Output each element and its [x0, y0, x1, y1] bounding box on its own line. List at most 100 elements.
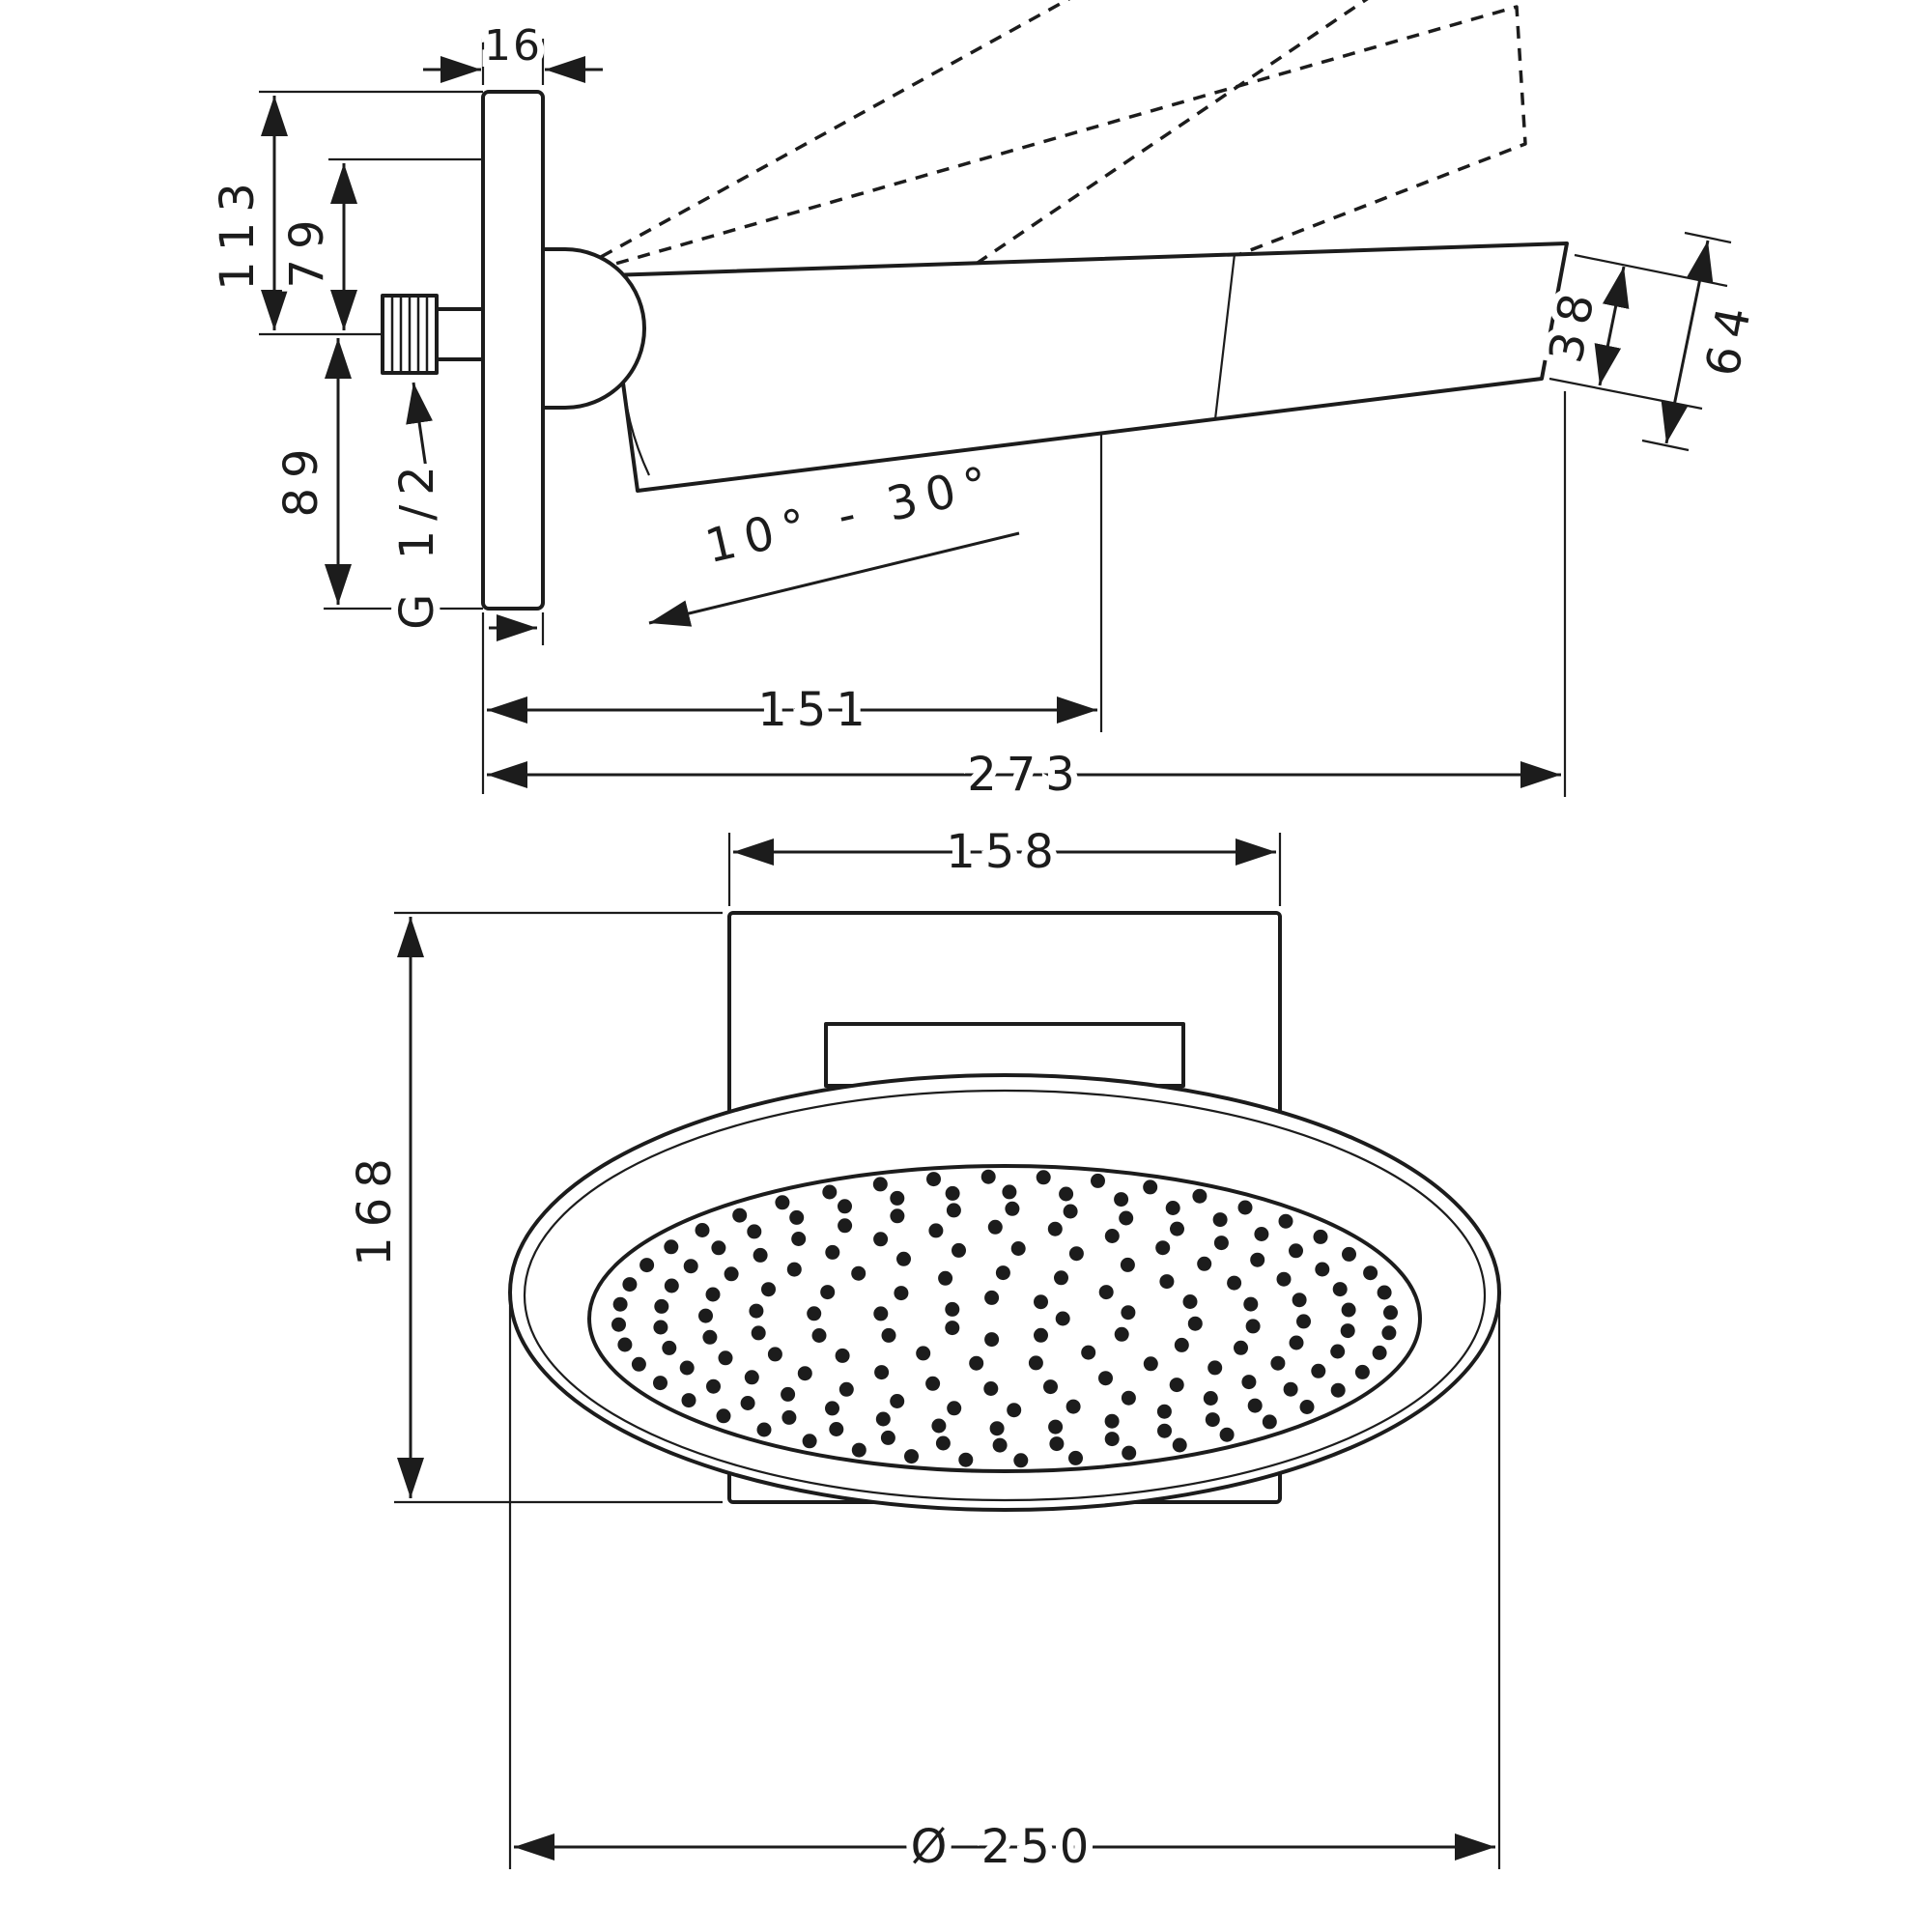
nozzle-dot	[711, 1240, 726, 1256]
nozzle-dot	[925, 1376, 941, 1391]
nozzle-dot	[732, 1208, 748, 1223]
nozzle-dot	[1340, 1323, 1355, 1339]
nozzle-dot	[1247, 1398, 1263, 1413]
nozzle-dot	[820, 1285, 836, 1300]
dim-label-158: 158	[946, 825, 1064, 879]
nozzle-dot	[838, 1199, 852, 1214]
nozzle-dot	[1043, 1379, 1058, 1395]
nozzle-dot	[802, 1434, 817, 1449]
spray-head-front	[508, 1073, 1501, 1512]
nozzle-dot	[1055, 1311, 1070, 1326]
nozzle-dot	[1278, 1213, 1293, 1229]
nozzle-dot	[992, 1437, 1008, 1453]
nozzle-dot	[1197, 1256, 1212, 1271]
nozzle-dot	[1156, 1404, 1172, 1419]
nozzle-dot	[1119, 1210, 1134, 1226]
nozzle-dot	[1013, 1453, 1029, 1468]
nozzle-dot	[1243, 1296, 1259, 1312]
nozzle-dot	[873, 1232, 889, 1247]
nozzle-dot	[874, 1365, 890, 1380]
dim-head-depth: 64	[1641, 231, 1771, 452]
nozzle-dot	[749, 1303, 764, 1319]
spray-head-side	[607, 242, 1569, 493]
inlet-shaft	[435, 307, 485, 361]
nozzle-dot	[753, 1247, 768, 1263]
nozzle-dot	[945, 1301, 960, 1317]
nozzle-dot	[1332, 1282, 1348, 1297]
dim-label-64: 64	[1695, 294, 1763, 381]
nozzle-dot	[751, 1325, 766, 1341]
nozzle-dot	[1114, 1192, 1129, 1208]
nozzle-dot	[789, 1209, 805, 1225]
nozzle-dot	[664, 1278, 679, 1293]
nozzle-dot	[1091, 1173, 1105, 1188]
nozzle-dot	[947, 1401, 962, 1416]
nozzle-dot	[1313, 1229, 1328, 1244]
nozzle-dot	[1098, 1371, 1113, 1386]
nozzle-dot	[1048, 1419, 1064, 1435]
nozzle-dot	[896, 1251, 911, 1266]
nozzle-dot	[807, 1306, 822, 1321]
dim-label-151: 151	[757, 683, 875, 737]
nozzle-dot	[995, 1265, 1010, 1281]
nozzle-dot	[945, 1321, 960, 1336]
nozzle-dot	[851, 1442, 867, 1458]
nozzle-dot	[622, 1277, 638, 1293]
nozzle-dot	[654, 1298, 669, 1314]
nozzle-dot	[1208, 1360, 1223, 1376]
nozzle-dot	[835, 1348, 850, 1363]
nozzle-dot	[1250, 1252, 1265, 1267]
nozzle-dot	[838, 1381, 854, 1397]
nozzle-dot	[695, 1223, 710, 1237]
nozzle-dot	[1034, 1327, 1048, 1343]
front-view: 158 168 Ø 250	[341, 818, 1501, 1881]
nozzle-dot	[698, 1308, 713, 1323]
nozzle-dot	[1034, 1294, 1048, 1310]
nozzle-dot	[611, 1317, 626, 1332]
dim-plate-width: 158	[727, 818, 1282, 906]
nozzle-dot	[1219, 1427, 1235, 1442]
nozzle-dot	[740, 1396, 755, 1410]
nozzle-dot	[761, 1282, 776, 1297]
nozzle-dot	[1205, 1412, 1220, 1428]
nozzle-dot	[1377, 1285, 1392, 1300]
dim-label-16: 16	[484, 21, 542, 71]
nozzle-dot	[1007, 1403, 1022, 1418]
nozzle-dot	[1311, 1363, 1326, 1378]
nozzle-dot	[1174, 1337, 1189, 1352]
nozzle-dot	[880, 1430, 895, 1445]
dim-label-113: 113	[211, 173, 265, 291]
nozzle-dot	[969, 1355, 984, 1371]
nozzle-dot	[1262, 1414, 1277, 1430]
nozzle-dot	[1254, 1227, 1269, 1241]
nozzle-dot	[797, 1366, 812, 1381]
nozzle-dot	[1157, 1423, 1172, 1438]
nozzle-dot	[1121, 1305, 1136, 1321]
nozzle-dot	[716, 1408, 731, 1424]
nozzle-dot	[890, 1208, 905, 1224]
nozzle-dot	[744, 1370, 759, 1385]
nozzle-dot	[822, 1184, 838, 1200]
nozzle-dot	[938, 1270, 953, 1286]
nozzle-dot	[1383, 1305, 1398, 1321]
nozzle-dot	[1292, 1293, 1307, 1308]
dim-top-to-inlet: 113	[204, 90, 483, 336]
nozzle-dot	[1104, 1432, 1120, 1447]
nozzle-dot	[931, 1418, 947, 1434]
nozzle-dot	[872, 1177, 888, 1192]
nozzle-dot	[875, 1411, 891, 1427]
nozzle-dot	[1341, 1302, 1356, 1318]
pivot-joint	[541, 247, 646, 410]
dim-projections: 151 273	[481, 391, 1567, 809]
head-tilted-dashed-min	[593, 5, 1527, 474]
nozzle-dot	[1081, 1345, 1096, 1360]
nozzle-dot	[1159, 1274, 1175, 1290]
nozzle-dot	[890, 1394, 905, 1408]
nozzle-dot	[1169, 1378, 1184, 1393]
nozzle-dot	[916, 1346, 931, 1361]
nozzle-dot	[662, 1340, 677, 1355]
nozzle-dot	[1241, 1375, 1257, 1390]
nozzle-dot	[1028, 1355, 1043, 1371]
inlet-connector	[381, 294, 485, 375]
